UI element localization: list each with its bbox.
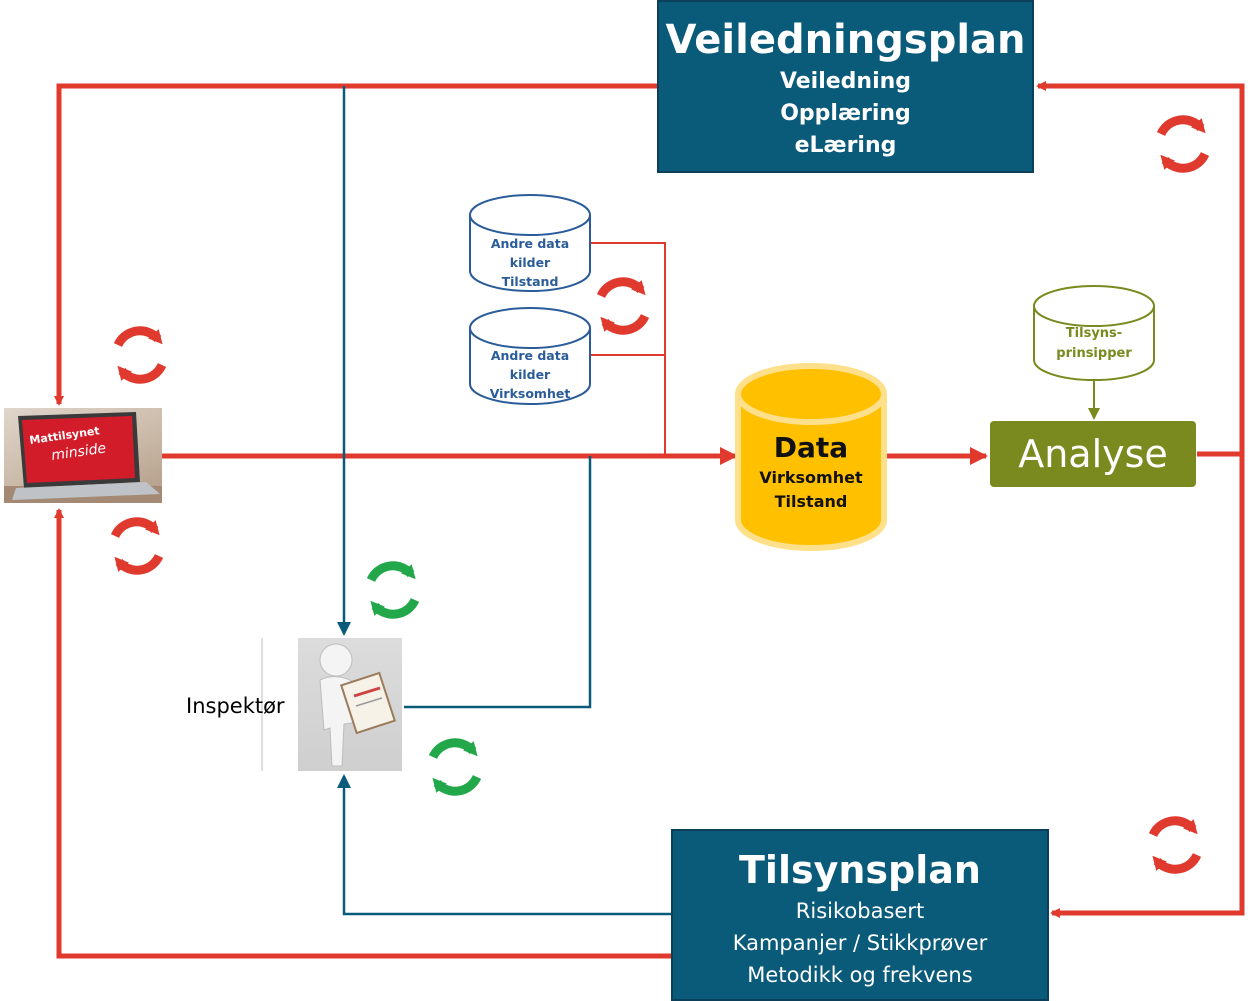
source-label-line: Andre data: [490, 236, 570, 251]
source-label-line: Virksomhet: [489, 386, 571, 401]
principles-label: Tilsyns- prinsipper: [1034, 324, 1154, 364]
inspector-image: [298, 638, 402, 771]
veiledningsplan-item: Veiledning: [779, 69, 912, 94]
portal-laptop-image: Mattilsynet minside: [4, 408, 162, 503]
refresh-icon: [113, 326, 167, 384]
veiledningsplan-title: Veiledningsplan: [665, 17, 1026, 63]
principles-label-line: Tilsyns-: [1065, 326, 1123, 341]
data-store-label: Data Virksomhet Tilstand: [738, 430, 884, 514]
tilsyn-to-portal-connector: [54, 508, 671, 959]
source-tilstand-label: Andre data kilder Tilstand: [470, 234, 590, 291]
data-store-line: Virksomhet: [759, 468, 863, 487]
refresh-icon: [1148, 816, 1202, 874]
laptop-icon: Mattilsynet minside: [4, 412, 162, 503]
data-cylinder: [735, 363, 887, 551]
veiledningsplan-box: Veiledningsplan Veiledning Opplæring eLæ…: [657, 0, 1034, 173]
refresh-icon: [596, 277, 650, 335]
source-virksomhet-label: Andre data kilder Virksomhet: [470, 346, 590, 403]
tilsynsplan-item: Metodikk og frekvens: [747, 963, 973, 987]
tilsynsplan-title: Tilsynsplan: [739, 848, 981, 892]
inspector-figure-icon: [319, 643, 397, 767]
tilsynsplan-box: Tilsynsplan Risikobasert Kampanjer / Sti…: [671, 829, 1049, 1001]
refresh-icon: [1156, 115, 1210, 173]
source-virksomhet-cylinder: [469, 307, 591, 405]
data-store-line: Tilstand: [774, 492, 848, 511]
principles-label-line: prinsipper: [1056, 346, 1132, 361]
analyse-to-tilsyn-connector: [1050, 454, 1245, 918]
principles-cylinder: [1033, 285, 1155, 381]
analyse-right-connector: [1036, 81, 1245, 457]
veiledningsplan-item: Opplæring: [780, 101, 911, 126]
tilsyn-to-inspector-connector: [337, 774, 671, 916]
analyse-box: Analyse: [990, 421, 1196, 487]
refresh-icon: [110, 517, 164, 575]
source-label-line: Tilstand: [501, 274, 559, 289]
source-label-line: kilder: [509, 367, 551, 382]
refresh-icon: [428, 738, 482, 796]
source1-connector: [590, 242, 666, 456]
inspector-label: Inspektør: [186, 694, 285, 718]
veiledning-to-portal-connector: [54, 83, 657, 406]
inspector-to-data-connector: [404, 456, 592, 709]
source-label-line: kilder: [509, 255, 551, 270]
portal-sub-text: minside: [50, 440, 107, 464]
tilsynsplan-item: Kampanjer / Stikkprøver: [732, 931, 988, 955]
tilsynsplan-item: Risikobasert: [795, 899, 925, 923]
source-tilstand-cylinder: [469, 194, 591, 292]
refresh-icon: [366, 561, 420, 619]
data-store-title: Data: [773, 431, 849, 464]
source-label-line: Andre data: [490, 348, 570, 363]
veiledningsplan-item: eLæring: [794, 133, 897, 158]
